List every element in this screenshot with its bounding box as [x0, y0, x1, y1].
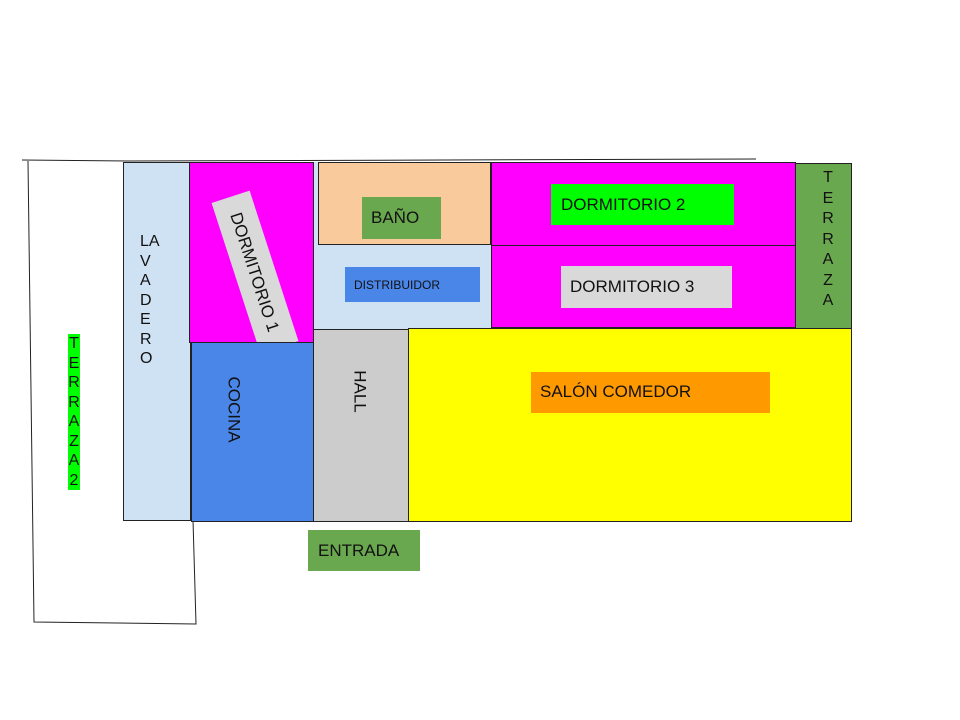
terraza-letter: R — [822, 210, 834, 227]
terraza2-letter: R — [68, 374, 80, 391]
terraza2-letter: A — [68, 452, 80, 469]
terraza2-letter: R — [68, 393, 80, 411]
dormitorio-2-label: DORMITORIO 2 — [561, 195, 686, 214]
outline-top — [127, 158, 757, 162]
terraza2-letter: A — [68, 413, 80, 430]
entrada-label: ENTRADA — [318, 541, 400, 560]
lavadero-letter: LA — [140, 233, 160, 250]
terraza-letter: A — [822, 251, 834, 268]
lavadero-letter: D — [140, 291, 152, 309]
terraza-letter: E — [822, 189, 834, 207]
salon-label-box: SALÓN COMEDOR — [531, 372, 770, 413]
terraza2-letter: 2 — [69, 471, 79, 489]
room-terraza — [795, 163, 852, 329]
terraza2-letter: Z — [69, 432, 79, 450]
lavadero-letter: E — [140, 311, 151, 328]
terraza-letter: T — [823, 169, 833, 186]
bano-label-box: BAÑO — [362, 197, 441, 239]
terraza-letter: Z — [823, 271, 833, 289]
outline-top-left — [21, 159, 129, 162]
terraza2-letter: T — [69, 335, 79, 352]
terraza-letter: A — [822, 292, 834, 309]
distribuidor-label: DISTRIBUIDOR — [354, 278, 441, 292]
salon-label: SALÓN COMEDOR — [540, 382, 692, 401]
room-hall — [313, 329, 409, 522]
room-salon-comedor — [408, 328, 852, 522]
entrada-label-box: ENTRADA — [308, 530, 420, 571]
room-lavadero — [123, 162, 191, 521]
lavadero-letter: O — [140, 350, 153, 367]
dormitorio-2-label-box: DORMITORIO 2 — [551, 184, 734, 225]
terraza2-letter: E — [68, 354, 80, 372]
lavadero-letter: V — [140, 252, 151, 270]
terraza-letter: R — [822, 230, 834, 248]
cocina-label: COCINA — [224, 376, 244, 443]
outline-terraza2 — [27, 160, 197, 625]
dormitorio-3-label: DORMITORIO 3 — [570, 277, 695, 296]
hall-label: HALL — [350, 370, 370, 413]
distribuidor-label-box: DISTRIBUIDOR — [345, 267, 480, 302]
lavadero-letter: R — [140, 330, 152, 348]
room-cocina — [191, 342, 314, 522]
bano-label: BAÑO — [371, 208, 420, 227]
lavadero-letter: A — [140, 272, 151, 289]
dormitorio-3-label-box: DORMITORIO 3 — [561, 266, 732, 308]
